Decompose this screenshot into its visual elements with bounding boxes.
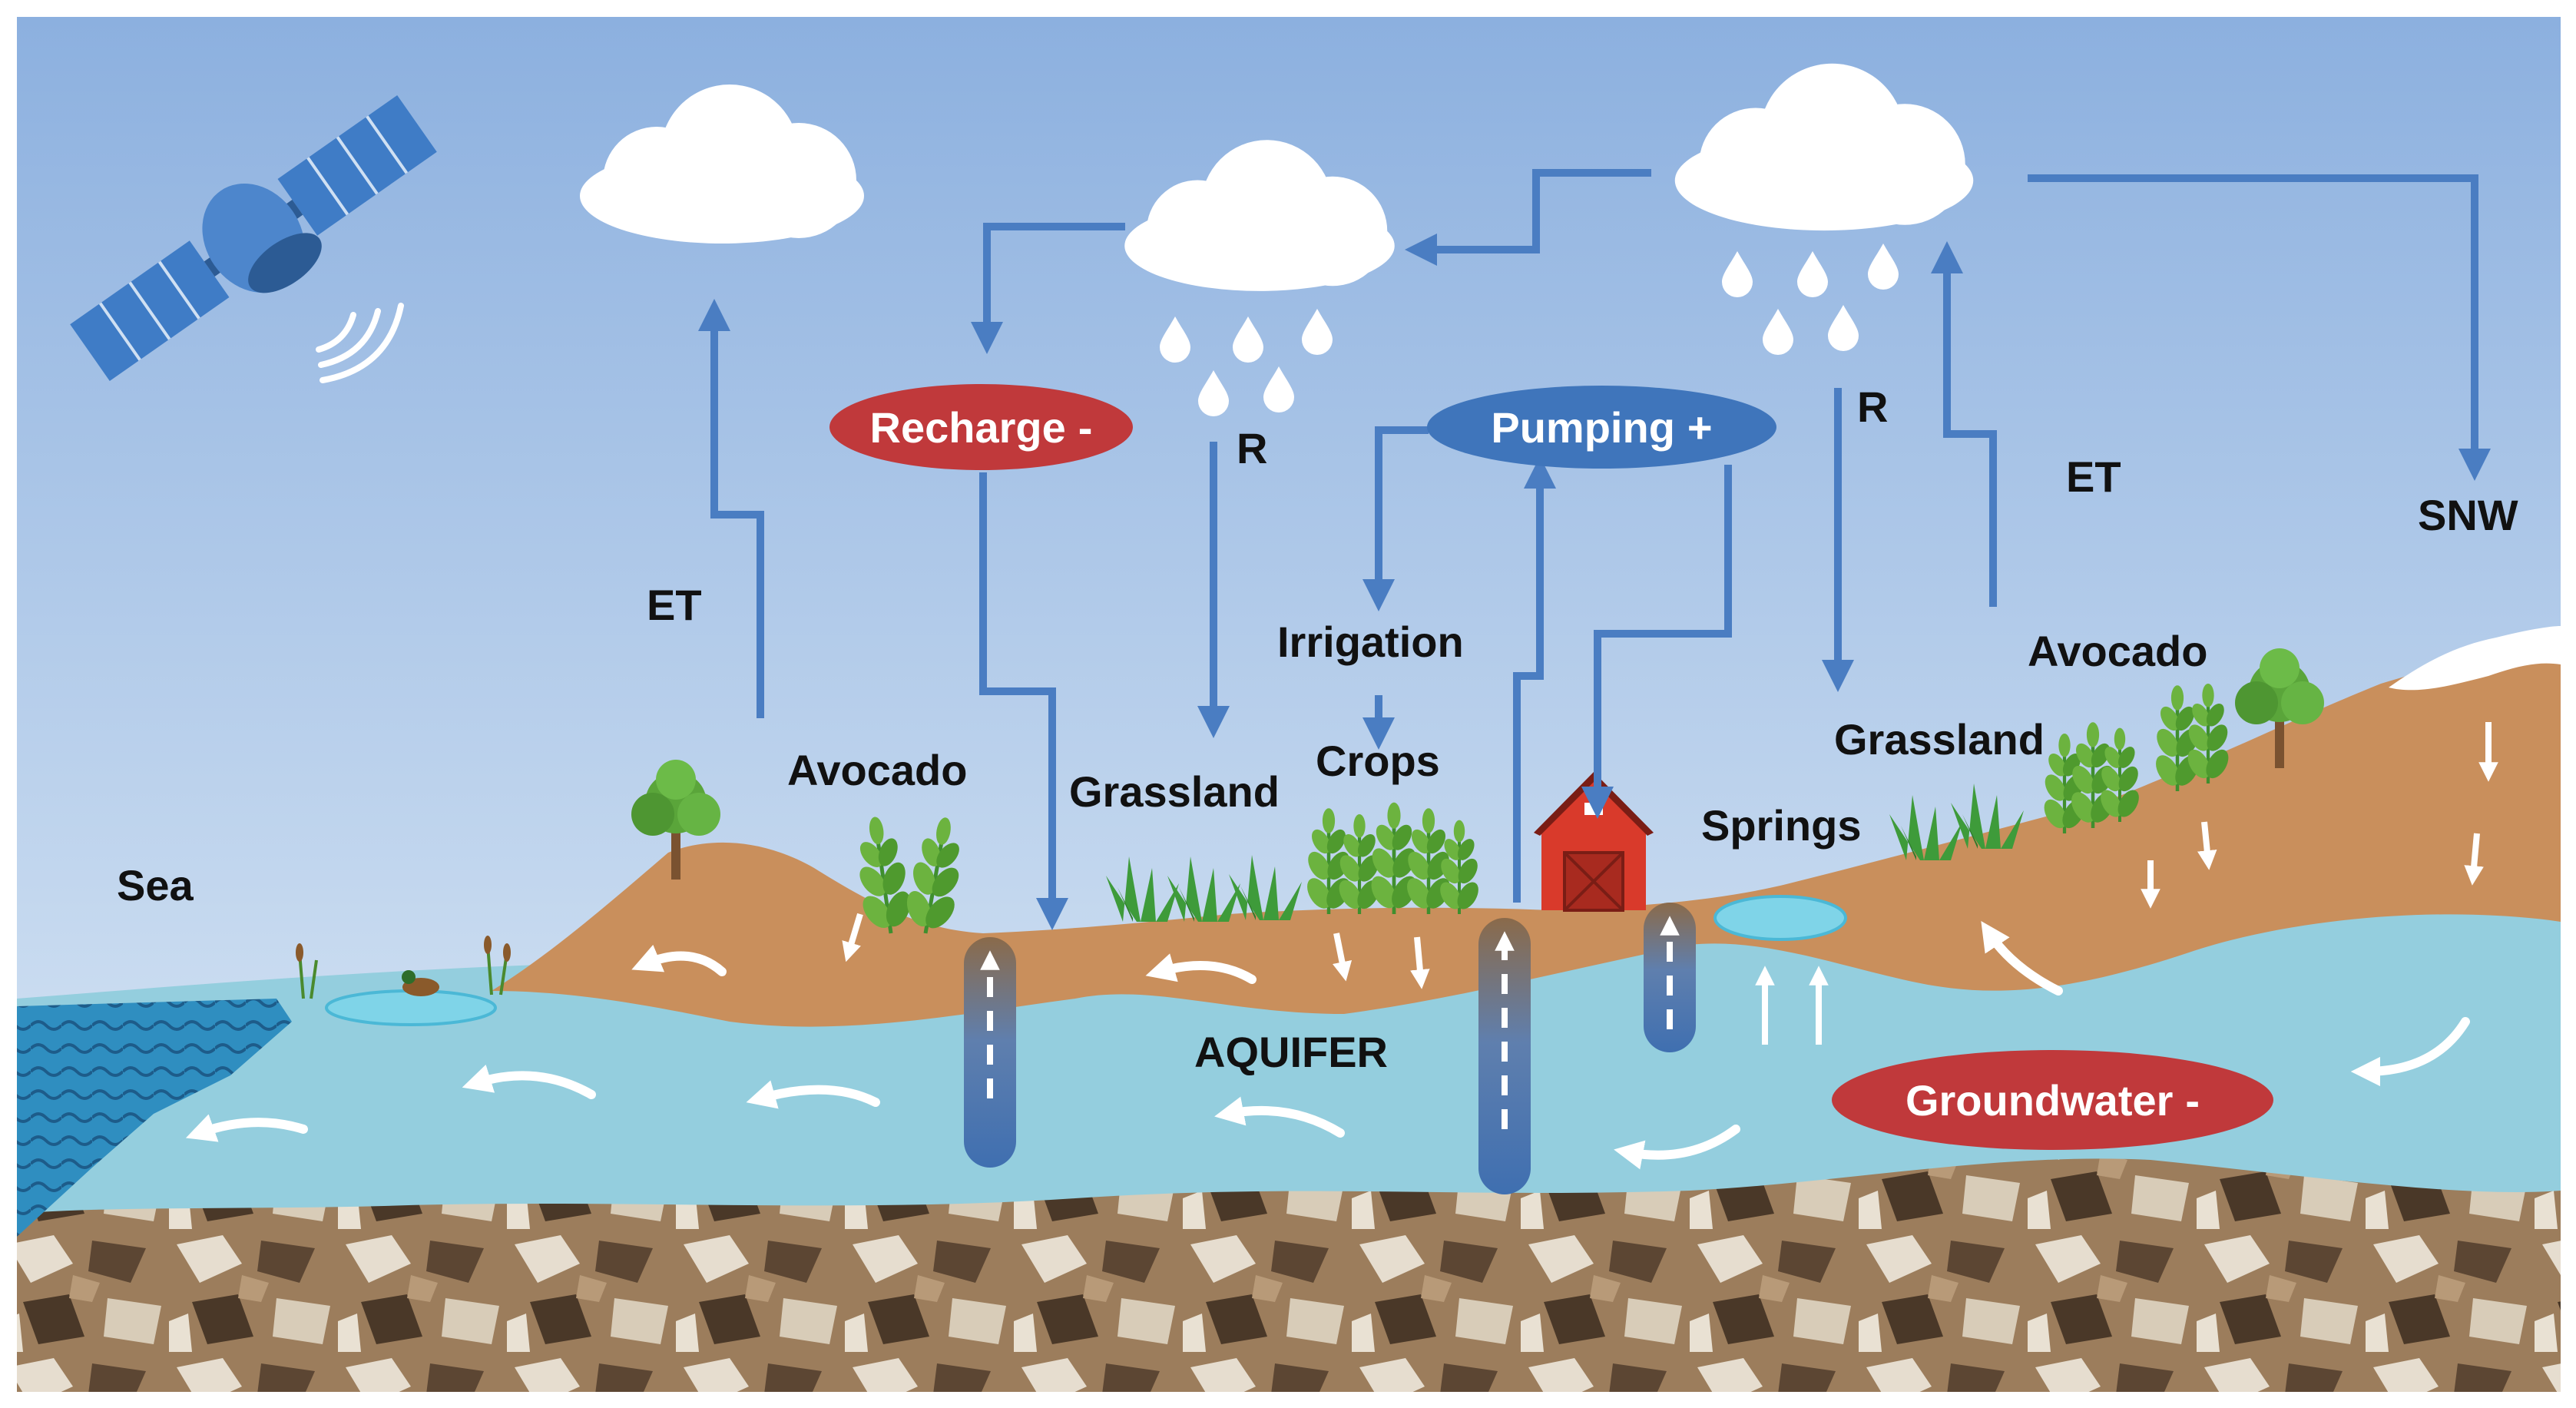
recharge-sign: - — [1078, 403, 1093, 452]
recharge-arrow — [979, 472, 1068, 930]
label-r-left: R — [1237, 424, 1268, 472]
groundwater-flow-arrows — [185, 921, 2470, 1170]
cloud-link-arrow — [1405, 169, 1651, 266]
groundwater-sign: - — [2185, 1075, 2200, 1125]
label-et-right: ET — [2066, 452, 2121, 501]
signal-icon — [316, 303, 404, 383]
reed-icon — [296, 936, 511, 999]
satellite-icon — [70, 95, 437, 381]
pumping-label: Pumping — [1491, 403, 1675, 452]
cloud-to-recharge-arrow — [971, 223, 1125, 354]
well-icon — [1478, 918, 1531, 1194]
process-arrows — [698, 169, 2491, 930]
label-snw: SNW — [2418, 491, 2518, 539]
pumping-to-irrigation-arrow — [1362, 426, 1429, 611]
label-irrigation: Irrigation — [1277, 618, 1464, 666]
label-sea: Sea — [117, 861, 194, 909]
infiltration-arrows — [842, 722, 2498, 989]
et-left-arrow — [698, 299, 764, 718]
well-to-pumping-arrow — [1513, 456, 1556, 903]
groundwater-label: Groundwater — [1905, 1075, 2174, 1125]
snow-cap — [2389, 626, 2561, 691]
barn-icon — [1534, 772, 1654, 912]
groundwater-pill: Groundwater - — [1832, 1050, 2273, 1150]
label-springs: Springs — [1701, 801, 1862, 850]
recharge-label: Recharge — [869, 403, 1066, 452]
spring-pool — [1713, 895, 1847, 941]
label-grassland-left: Grassland — [1069, 767, 1280, 816]
duck-icon — [402, 970, 439, 996]
label-avocado-left: Avocado — [787, 746, 968, 794]
pumping-pill: Pumping + — [1427, 386, 1776, 469]
well-icon — [1644, 903, 1696, 1052]
wetland-pond — [325, 989, 497, 1026]
snow-arrow — [2028, 174, 2491, 481]
well-icon — [964, 937, 1016, 1168]
spring-flow-arrows — [1755, 966, 1829, 1045]
pumping-to-barn-arrow — [1581, 465, 1732, 819]
label-et-left: ET — [647, 581, 702, 629]
label-avocado-right: Avocado — [2028, 627, 2208, 675]
label-r-right: R — [1857, 383, 1889, 431]
label-crops: Crops — [1316, 737, 1440, 785]
pumping-sign: + — [1687, 403, 1713, 452]
soil-layer — [492, 638, 2561, 1027]
recharge-pill: Recharge - — [829, 384, 1133, 470]
sea — [17, 999, 292, 1237]
label-aquifer: AQUIFER — [1194, 1028, 1388, 1076]
label-grassland-right: Grassland — [1834, 715, 2045, 764]
et-right-arrow — [1931, 241, 1997, 607]
